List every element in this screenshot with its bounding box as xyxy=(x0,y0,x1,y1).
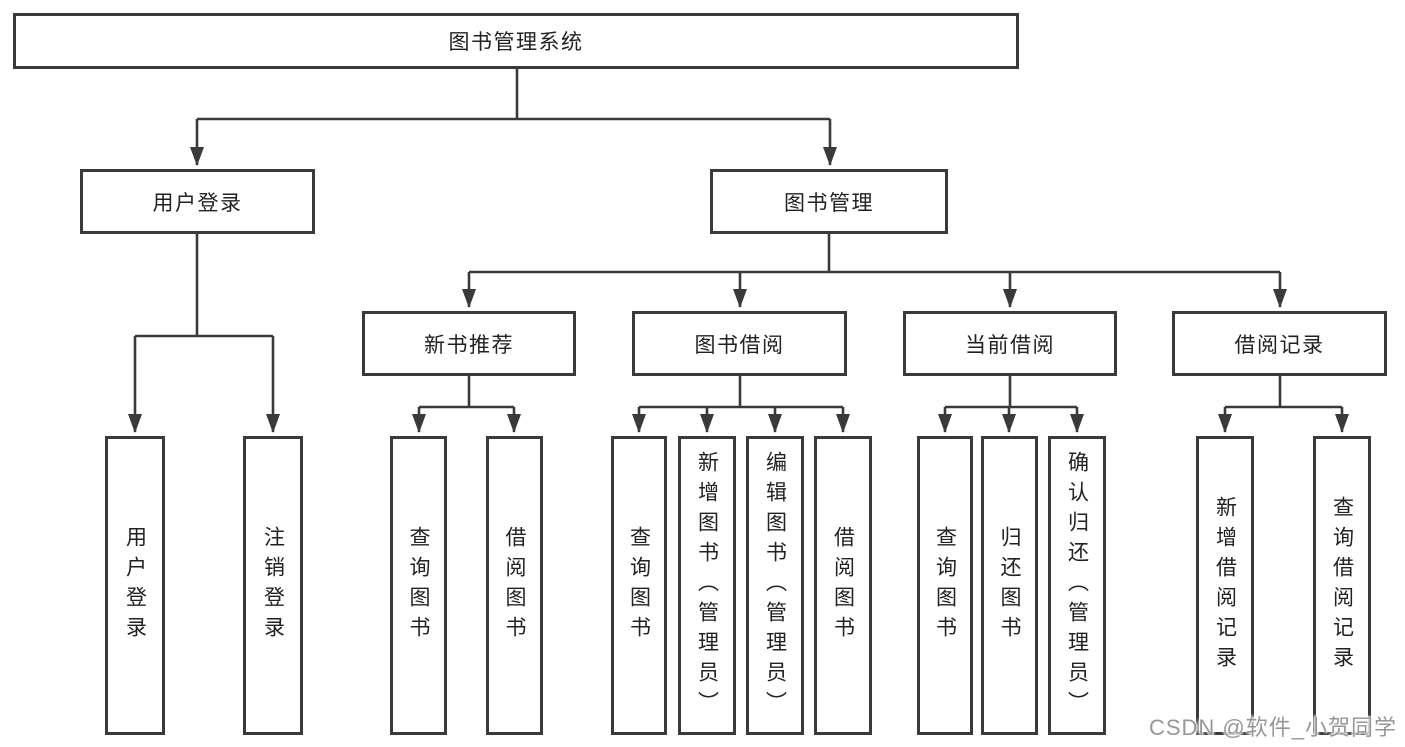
leaf-query-books-recommend-label: 查询图书 xyxy=(407,525,430,646)
leaf-add-book-admin: 新增图书（管理员） xyxy=(678,436,736,735)
leaf-user-login: 用户登录 xyxy=(105,436,165,735)
leaf-add-book-admin-label: 新增图书（管理员） xyxy=(695,450,719,721)
node-new-book-recommendation: 新书推荐 xyxy=(362,311,576,376)
leaf-edit-book-admin: 编辑图书（管理员） xyxy=(746,436,804,735)
leaf-borrow-books-recommend-label: 借阅图书 xyxy=(503,525,526,646)
leaf-logout: 注销登录 xyxy=(243,436,303,735)
leaf-return-book: 归还图书 xyxy=(981,436,1038,735)
leaf-query-books-current-label: 查询图书 xyxy=(933,525,957,646)
watermark: CSDN @软件_小贺同学 xyxy=(1148,715,1397,740)
leaf-add-borrow-record: 新增借阅记录 xyxy=(1196,436,1254,735)
node-book-management: 图书管理 xyxy=(710,169,948,234)
leaf-add-borrow-record-label: 新增借阅记录 xyxy=(1213,495,1237,676)
leaf-query-books-borrow: 查询图书 xyxy=(611,436,667,735)
leaf-logout-label: 注销登录 xyxy=(261,525,285,646)
leaf-borrow-books: 借阅图书 xyxy=(814,436,872,735)
leaf-confirm-return-admin: 确认归还（管理员） xyxy=(1048,436,1106,735)
leaf-borrow-books-recommend: 借阅图书 xyxy=(486,436,543,735)
leaf-query-borrow-record-label: 查询借阅记录 xyxy=(1330,495,1354,676)
leaf-query-books-borrow-label: 查询图书 xyxy=(627,525,651,646)
node-library-management-system: 图书管理系统 xyxy=(13,13,1019,69)
leaf-query-books-recommend: 查询图书 xyxy=(390,436,447,735)
leaf-return-book-label: 归还图书 xyxy=(998,525,1021,646)
node-book-borrowing: 图书借阅 xyxy=(632,311,847,376)
leaf-borrow-books-label: 借阅图书 xyxy=(831,525,855,646)
leaf-user-login-label: 用户登录 xyxy=(123,525,147,646)
node-current-borrowing: 当前借阅 xyxy=(903,311,1117,376)
node-borrowing-records: 借阅记录 xyxy=(1172,311,1387,376)
node-user-login: 用户登录 xyxy=(80,169,315,234)
leaf-confirm-return-admin-label: 确认归还（管理员） xyxy=(1065,450,1089,721)
leaf-query-borrow-record: 查询借阅记录 xyxy=(1313,436,1371,735)
leaf-edit-book-admin-label: 编辑图书（管理员） xyxy=(763,450,787,721)
leaf-query-books-current: 查询图书 xyxy=(917,436,973,735)
